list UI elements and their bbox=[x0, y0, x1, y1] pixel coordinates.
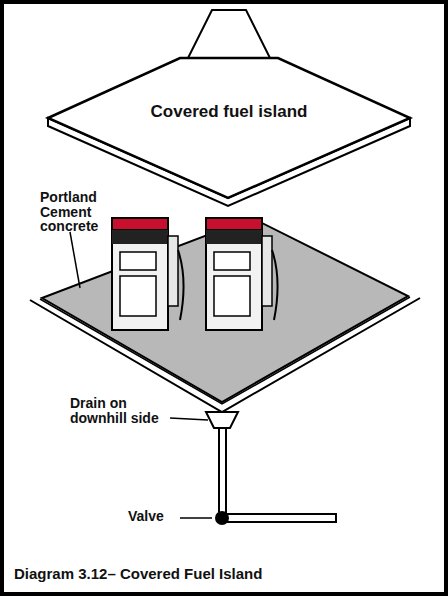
leader-line bbox=[70, 232, 80, 288]
fuel-pump bbox=[112, 218, 184, 330]
drain bbox=[206, 412, 238, 428]
concrete-pad bbox=[42, 218, 408, 402]
pipe bbox=[226, 514, 336, 522]
part-label: Valve bbox=[128, 509, 188, 524]
fuel-pump bbox=[206, 218, 278, 330]
valve-symbol bbox=[215, 511, 229, 525]
part-label: Drain on downhill side bbox=[70, 396, 170, 425]
canopy-node: Covered fuel island bbox=[40, 6, 418, 212]
pipe bbox=[225, 428, 227, 514]
pipe bbox=[218, 428, 220, 512]
caption: Diagram 3.12– Covered Fuel Island bbox=[14, 566, 438, 582]
part-label: Portland Cement concrete bbox=[40, 190, 140, 234]
canopy-label: Covered fuel island bbox=[40, 102, 418, 122]
leader-line bbox=[170, 418, 208, 420]
leader-line bbox=[180, 517, 212, 519]
